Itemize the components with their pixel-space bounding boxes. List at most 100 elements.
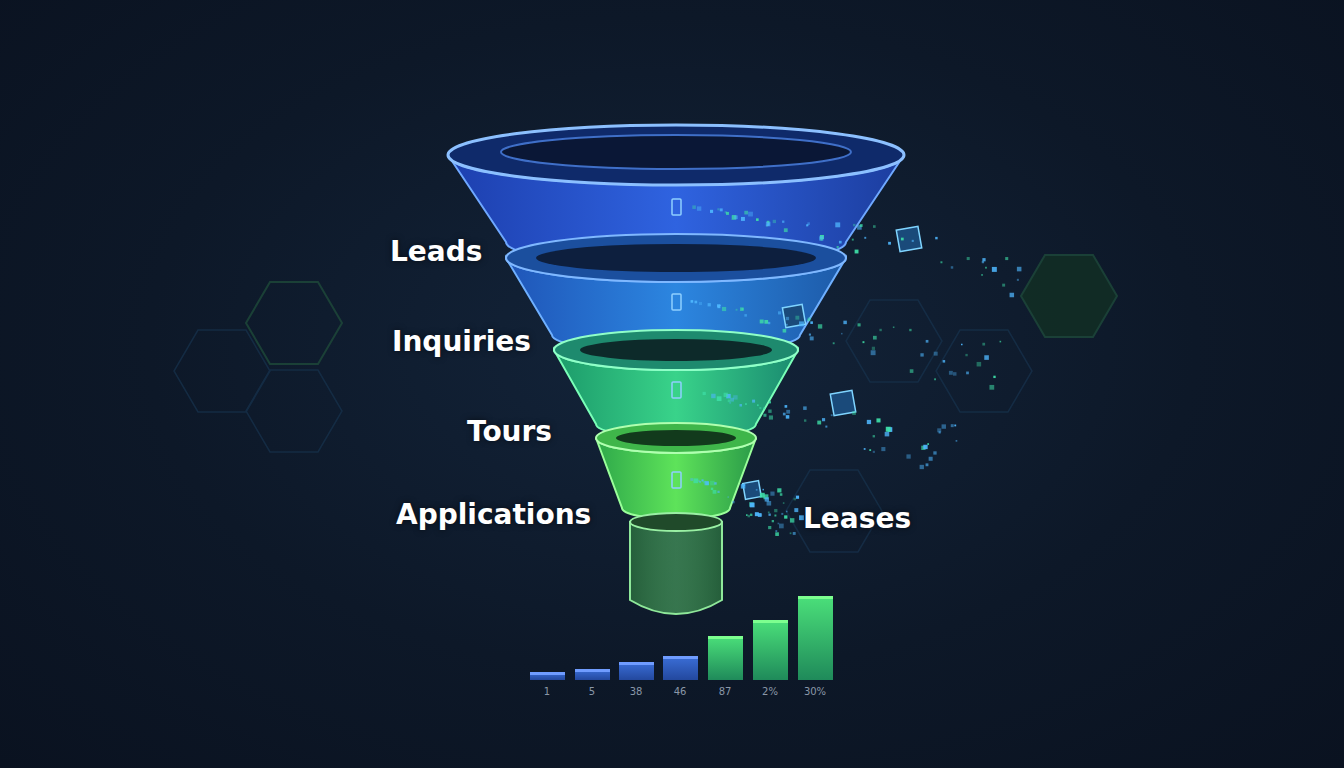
particle bbox=[786, 410, 790, 414]
particle bbox=[799, 321, 804, 326]
bar bbox=[530, 672, 565, 680]
particle bbox=[873, 336, 877, 340]
particle bbox=[951, 266, 953, 268]
particle bbox=[717, 208, 719, 210]
particle bbox=[767, 501, 772, 506]
particle bbox=[703, 392, 706, 395]
particle bbox=[741, 217, 745, 221]
particle bbox=[934, 378, 936, 380]
particle bbox=[818, 324, 822, 328]
bar-cap bbox=[708, 636, 743, 639]
particle bbox=[713, 490, 717, 494]
particle bbox=[785, 405, 788, 408]
particle bbox=[708, 303, 711, 306]
particle bbox=[766, 222, 771, 227]
particle bbox=[757, 404, 759, 406]
bar bbox=[753, 620, 788, 680]
particle bbox=[852, 411, 856, 415]
particle bbox=[727, 496, 729, 498]
particle bbox=[782, 221, 784, 223]
particle bbox=[749, 502, 754, 507]
particle bbox=[711, 394, 715, 398]
bar-cap bbox=[619, 662, 654, 665]
particle bbox=[783, 413, 786, 416]
particle bbox=[772, 520, 774, 522]
particle bbox=[923, 445, 927, 449]
particle bbox=[759, 407, 761, 409]
particle bbox=[817, 421, 821, 425]
bar-cap bbox=[575, 669, 610, 672]
particle bbox=[769, 415, 773, 419]
bar bbox=[575, 669, 610, 680]
particle bbox=[820, 239, 822, 241]
bar-cap bbox=[663, 656, 698, 659]
particle bbox=[864, 448, 866, 450]
particle bbox=[839, 241, 842, 244]
particle bbox=[949, 371, 953, 375]
bar-value: 1 bbox=[544, 686, 550, 697]
particle bbox=[705, 481, 709, 485]
particle bbox=[873, 451, 875, 453]
particle bbox=[833, 342, 835, 344]
particle bbox=[989, 385, 994, 390]
particle bbox=[876, 418, 880, 422]
particle bbox=[699, 302, 702, 305]
particle bbox=[748, 212, 753, 217]
particle bbox=[773, 220, 776, 223]
particle bbox=[786, 511, 788, 513]
particle bbox=[871, 350, 876, 355]
particle bbox=[906, 454, 910, 458]
particle bbox=[909, 329, 911, 331]
particle bbox=[775, 530, 777, 532]
bar-value: 87 bbox=[719, 686, 732, 697]
particle bbox=[893, 326, 895, 328]
particle bbox=[872, 347, 875, 350]
particle bbox=[901, 238, 904, 241]
particle bbox=[873, 225, 876, 228]
particle bbox=[736, 309, 738, 311]
particle bbox=[762, 489, 764, 491]
bar-value: 38 bbox=[630, 686, 643, 697]
particle bbox=[778, 523, 780, 525]
particle bbox=[966, 372, 969, 375]
particle bbox=[734, 216, 738, 220]
particle bbox=[841, 333, 843, 335]
particle bbox=[720, 208, 723, 211]
particle bbox=[1000, 341, 1002, 343]
particle bbox=[852, 239, 854, 241]
particle bbox=[741, 484, 745, 488]
particle bbox=[717, 396, 722, 401]
particle bbox=[690, 478, 693, 481]
particle bbox=[953, 372, 956, 375]
particle bbox=[790, 532, 792, 534]
particle bbox=[807, 319, 810, 322]
bar bbox=[708, 636, 743, 680]
particle bbox=[810, 321, 813, 324]
particle bbox=[758, 513, 762, 517]
particle bbox=[819, 236, 823, 240]
particle bbox=[912, 240, 914, 242]
particle bbox=[746, 514, 748, 516]
particle bbox=[831, 414, 833, 416]
bar-cap bbox=[798, 596, 833, 599]
particle bbox=[769, 402, 771, 404]
particle bbox=[745, 403, 747, 405]
bar bbox=[619, 662, 654, 680]
particle bbox=[748, 515, 750, 517]
particle bbox=[764, 320, 768, 324]
particle bbox=[933, 451, 936, 454]
particle bbox=[864, 237, 866, 239]
particle bbox=[744, 314, 747, 317]
particle bbox=[926, 340, 929, 343]
particle bbox=[855, 250, 859, 254]
particle bbox=[765, 497, 769, 501]
stage-label: Leads bbox=[390, 235, 482, 268]
particle bbox=[778, 311, 781, 314]
stage-label: Inquiries bbox=[392, 325, 531, 358]
particle bbox=[695, 301, 698, 304]
bar-value: 5 bbox=[589, 686, 595, 697]
particle bbox=[784, 228, 788, 232]
particle bbox=[985, 267, 987, 269]
particle bbox=[710, 481, 715, 486]
particle bbox=[835, 222, 840, 227]
